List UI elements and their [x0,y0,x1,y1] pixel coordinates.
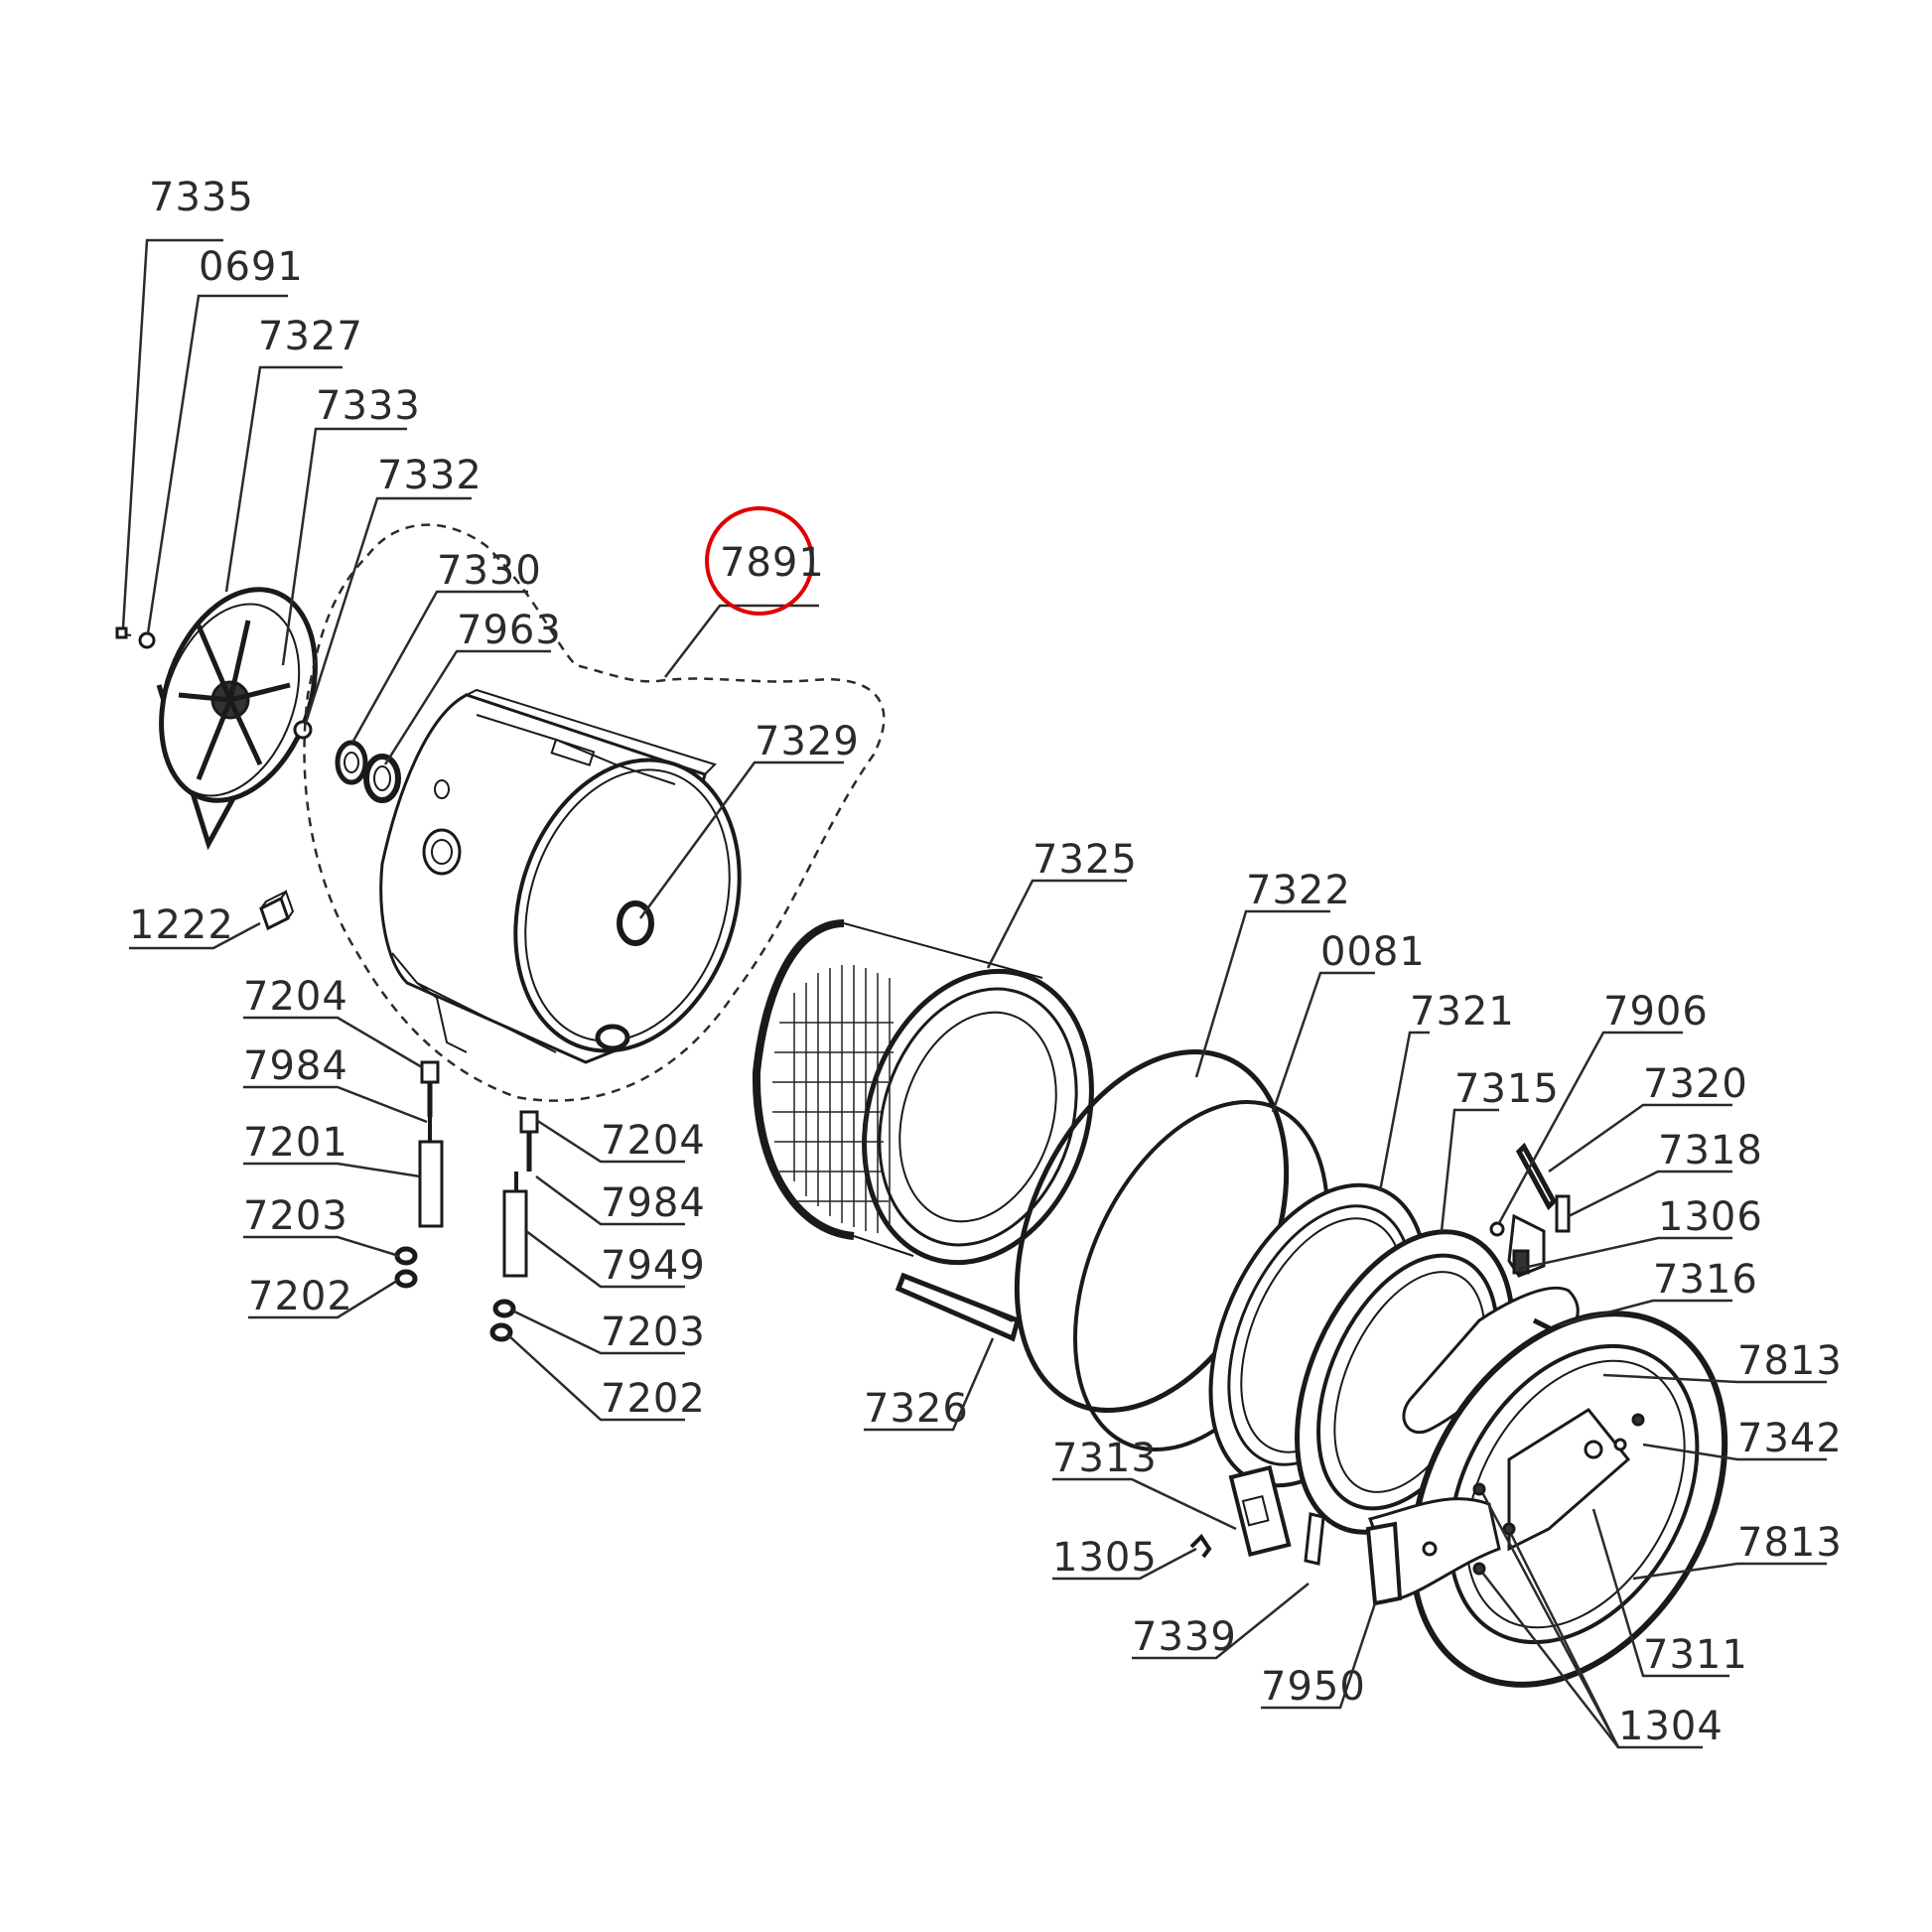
label-7203-left: 7203 [243,1193,348,1239]
bearing-7963-part [363,754,401,803]
label-7813-top: 7813 [1737,1338,1843,1384]
label-7326: 7326 [864,1386,969,1432]
label-7204-left: 7204 [243,974,348,1020]
assembly-boundary [303,523,886,1102]
label-7311: 7311 [1643,1632,1748,1678]
door-lock-part [1489,1142,1571,1278]
label-7201: 7201 [243,1120,348,1166]
label-7329: 7329 [755,719,860,764]
label-7327: 7327 [258,314,363,359]
drum-part [752,919,1094,1266]
label-7330: 7330 [437,548,542,594]
label-7202-left: 7202 [248,1274,353,1319]
label-1305: 1305 [1052,1535,1158,1581]
label-7203-right: 7203 [601,1310,706,1355]
spring-clip-part [1189,1533,1212,1559]
tub-part [379,688,742,1064]
label-7950: 7950 [1261,1664,1366,1710]
lock-mechanism-part [1228,1464,1325,1566]
door-hinge-part [1365,1497,1501,1606]
label-0691: 0691 [199,244,304,290]
highlight-circle [705,506,814,616]
label-7318: 7318 [1658,1128,1763,1173]
label-7339: 7339 [1132,1614,1237,1660]
label-7949: 7949 [601,1243,706,1289]
leader-lines [121,238,1827,1749]
bearing-7330-part [335,740,368,785]
label-1306: 1306 [1658,1194,1763,1240]
screw-part [115,626,132,639]
label-7335: 7335 [149,175,254,220]
label-7333: 7333 [316,383,421,429]
label-7325: 7325 [1033,837,1138,883]
label-7906: 7906 [1603,989,1709,1035]
label-7891: 7891 [720,540,825,586]
pulley-part [156,587,318,851]
label-7984-right: 7984 [601,1180,706,1226]
label-7202-right: 7202 [601,1376,706,1422]
label-7313: 7313 [1052,1436,1158,1481]
door-outer-ring-part [1409,1311,1728,1688]
label-1222: 1222 [129,902,234,948]
label-7321: 7321 [1410,989,1515,1035]
label-1304: 1304 [1618,1704,1724,1749]
label-7984-left: 7984 [243,1043,348,1089]
label-7813-bottom: 7813 [1737,1520,1843,1566]
label-7332: 7332 [377,453,483,498]
label-7963: 7963 [457,608,562,653]
label-7204-right: 7204 [601,1118,706,1164]
label-7342: 7342 [1737,1416,1843,1461]
block-part [259,889,295,931]
label-7316: 7316 [1653,1257,1758,1303]
washer-part [138,631,156,649]
label-7322: 7322 [1246,868,1351,913]
label-0081: 0081 [1320,929,1426,975]
shock-absorber-right-part [489,1110,539,1342]
drum-paddle-part [895,1272,1022,1342]
shock-absorber-left-part [394,1060,444,1289]
clip-ring-part [293,720,313,740]
label-7320: 7320 [1643,1061,1748,1107]
label-7315: 7315 [1454,1066,1560,1112]
